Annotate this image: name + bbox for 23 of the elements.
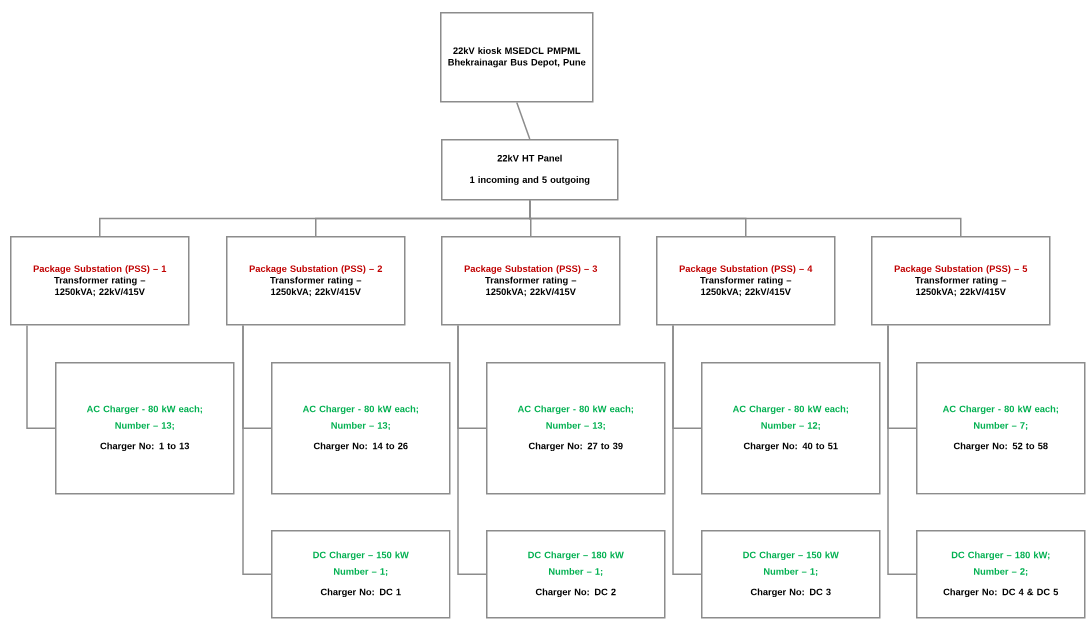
substation-box: Package Substation (PSS) – 3 Transformer rating – 1250kVA; 22kV/415V: [441, 236, 621, 326]
charger-box: AC Charger - 80 kW each; Number – 7; Charger No: 52 to 58: [916, 362, 1086, 495]
substation-box: Package Substation (PSS) – 5 Transformer rating – 1250kVA; 22kV/415V: [871, 236, 1051, 326]
substation-box: Package Substation (PSS) – 2 Transformer rating – 1250kVA; 22kV/415V: [226, 236, 406, 326]
substation-box: Package Substation (PSS) – 4 Transformer rating – 1250kVA; 22kV/415V: [656, 236, 836, 326]
panel-box: 22kV HT Panel 1 incoming and 5 outgoing: [441, 139, 619, 201]
connector-line: [457, 324, 487, 575]
charger-box: AC Charger - 80 kW each; Number – 13; Charger No: 1 to 13: [55, 362, 235, 495]
charger-box: AC Charger - 80 kW each; Number – 13; Charger No: 27 to 39: [486, 362, 666, 495]
charger-box: DC Charger – 150 kW Number – 1; Charger No: DC 1: [271, 530, 451, 619]
charger-box: DC Charger – 150 kW Number – 1; Charger No: DC 3: [701, 530, 881, 619]
connector-line: [516, 101, 531, 140]
charger-box: AC Charger - 80 kW each; Number – 13; Charger No: 14 to 26: [271, 362, 451, 495]
connector-line: [26, 324, 56, 429]
connector-line: [887, 324, 917, 575]
substation-box: Package Substation (PSS) – 1 Transformer rating – 1250kVA; 22kV/415V: [10, 236, 190, 326]
connector-line: [242, 324, 272, 575]
connector-line: [672, 324, 702, 575]
charger-box: DC Charger – 180 kW; Number – 2; Charger No: DC 4 & DC 5: [916, 530, 1086, 619]
connector-line: [529, 199, 962, 237]
charger-box: AC Charger - 80 kW each; Number – 12; Charger No: 40 to 51: [701, 362, 881, 495]
kiosk-box: 22kV kiosk MSEDCL PMPML Bhekrainagar Bus Depot, Pune: [440, 12, 594, 103]
charger-box: DC Charger – 180 kW Number – 1; Charger No: DC 2: [486, 530, 666, 619]
